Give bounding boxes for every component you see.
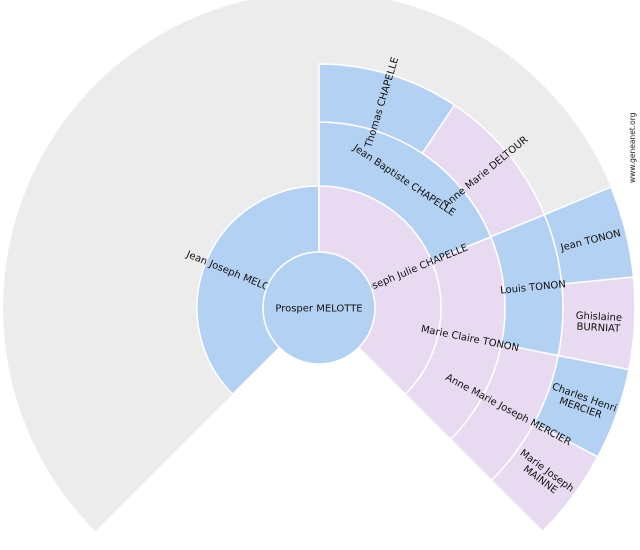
watermark-text: www.geneanet.org [628, 112, 637, 183]
root-person-name: Prosper MELOTTE [275, 304, 362, 315]
site-watermark: www.geneanet.org [628, 112, 637, 183]
ancestor-name-line: Ghislaine [576, 311, 623, 324]
ancestor-name-line: BURNIAT [576, 322, 621, 335]
ancestor-segment-amjm-mother[interactable] [490, 422, 599, 533]
root-person-circle[interactable] [262, 251, 376, 365]
ancestor-name-lt-mother: GhislaineBURNIAT [575, 311, 622, 335]
